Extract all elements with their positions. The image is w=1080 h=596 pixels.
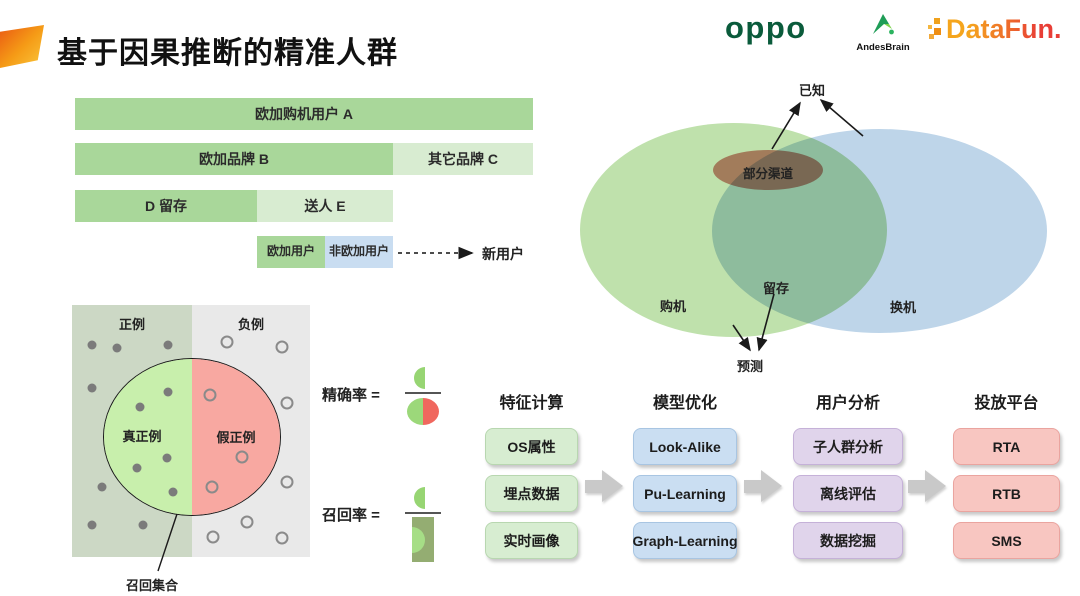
positive-sample-dot [168,487,178,497]
recall-label: 召回率 = [322,507,380,524]
venn-buy-label: 购机 [659,299,686,314]
negative-label: 负例 [237,317,264,332]
funnel-bar-c: 其它品牌 C [393,143,533,175]
positive-sample-dot [135,402,145,412]
precision-fraction-line [405,392,441,394]
page-title: 基于因果推断的精准人群 [57,37,398,70]
oppo-logo: oppo [725,10,807,45]
datafun-wordmark: DataFun. [946,14,1062,44]
new-user-label: 新用户 [482,246,524,262]
funnel-bar-a: 欧加购机用户 A [75,98,533,130]
datafun-mosaic-icon [926,16,944,44]
pipeline-header: 特征计算 [499,395,564,412]
pipeline-header: 模型优化 [652,395,717,412]
pipeline-arrow-icon [585,470,623,502]
positive-sample-dot [87,383,97,393]
recall-denominator-semicircle [412,527,425,553]
pipeline-column-models: 模型优化 Look-Alike Pu-Learning Graph-Learni… [633,389,738,569]
pipeline-box: RTB [953,475,1060,512]
andesbrain-logo: AndesBrain [851,12,915,53]
positive-sample-dot [87,520,97,530]
negative-sample-dot [206,530,220,544]
recall-denominator-icon [412,517,434,562]
funnel-bar-e: 送人 E [257,190,393,222]
pipeline-header: 用户分析 [815,395,880,412]
pipeline-box: RTA [953,428,1060,465]
positive-sample-dot [163,387,173,397]
pipeline-column-analysis: 用户分析 子人群分析 离线评估 数据挖掘 [793,389,903,569]
recall-set-label: 召回集合 [125,578,178,593]
funnel-bar-non-ouga: 非欧加用户 [325,236,393,268]
negative-sample-dot [220,335,234,349]
negative-sample-dot [205,480,219,494]
pipeline-box: 离线评估 [793,475,903,512]
andesbrain-icon [873,14,894,35]
venn-predict-label: 预测 [736,359,763,374]
positive-sample-dot [163,340,173,350]
pipeline-box: 埋点数据 [485,475,578,512]
funnel-bar-ouga: 欧加用户 [257,236,325,268]
recall-numerator-icon [414,487,425,509]
positive-sample-dot [138,520,148,530]
negative-sample-dot [235,450,249,464]
funnel-bar-d: D 留存 [75,190,257,222]
slide-corner-logo [0,25,44,69]
venn-switch-label: 换机 [889,300,916,315]
negative-sample-dot [203,388,217,402]
pipeline-box: Look-Alike [633,428,737,465]
true-positive-label: 真正例 [122,429,162,444]
recall-fraction-line [405,512,441,514]
pipeline-box: SMS [953,522,1060,559]
venn-partial-channel-ellipse [713,150,823,190]
positive-sample-dot [87,340,97,350]
pipeline-box: 子人群分析 [793,428,903,465]
negative-sample-dot [240,515,254,529]
precision-numerator-icon [414,367,425,389]
precision-label: 精确率 = [322,387,380,404]
pipeline-box: Graph-Learning [633,522,738,559]
positive-sample-dot [162,453,172,463]
pipeline-arrow-icon [744,470,782,502]
negative-sample-dot [280,396,294,410]
funnel-bar-b: 欧加品牌 B [75,143,393,175]
andesbrain-label: AndesBrain [856,42,910,53]
positive-label: 正例 [118,317,145,332]
venn-retain-label: 留存 [762,281,789,296]
positive-sample-dot [112,343,122,353]
pipeline-box: Pu-Learning [633,475,737,512]
pipeline-box: 实时画像 [485,522,578,559]
negative-sample-dot [275,531,289,545]
negative-sample-dot [280,475,294,489]
pipeline-column-platforms: 投放平台 RTA RTB SMS [953,389,1060,569]
pipeline-arrow-icon [908,470,946,502]
pipeline-box: 数据挖掘 [793,522,903,559]
pipeline-header: 投放平台 [974,395,1039,412]
venn-known-label: 已知 [798,83,825,98]
positive-sample-dot [132,463,142,473]
datafun-logo: DataFun. [926,14,1062,45]
false-positive-label: 假正例 [216,430,256,445]
pipeline-box: OS属性 [485,428,578,465]
negative-sample-dot [275,340,289,354]
precision-denominator-icon [407,398,439,425]
positive-sample-dot [97,482,107,492]
pipeline-column-features: 特征计算 OS属性 埋点数据 实时画像 [485,389,578,569]
venn-partial-channel-label: 部分渠道 [742,167,793,181]
